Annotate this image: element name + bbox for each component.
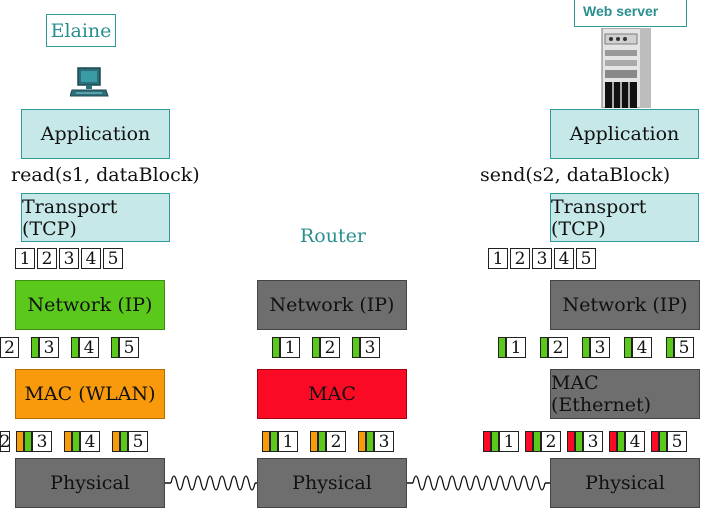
segment: 3 [59, 248, 79, 269]
segment: 5 [576, 248, 596, 269]
packet: 2 [0, 337, 19, 358]
packet: 2 [320, 337, 340, 358]
right-send-call: send(s2, dataBlock) [480, 164, 671, 186]
mac-header [64, 431, 72, 452]
router-physical-layer: Physical [257, 458, 407, 508]
ip-header [318, 431, 326, 452]
left-wlan-frames: 2 3 4 5 [0, 431, 148, 452]
left-network-layer: Network (IP) [15, 280, 165, 330]
ip-header [270, 431, 278, 452]
router-wlan-frames: 1 2 3 [262, 431, 394, 452]
ip-header [666, 337, 674, 358]
frame: 4 [625, 431, 645, 452]
ip-header [72, 431, 80, 452]
packet: 4 [79, 337, 99, 358]
left-ip-packets: 2 3 4 5 [0, 337, 139, 358]
wireless-link-left [165, 475, 257, 491]
mac-header [310, 431, 318, 452]
segment: 4 [554, 248, 574, 269]
segment: 2 [510, 248, 530, 269]
frame: 3 [583, 431, 603, 452]
segment: 2 [37, 248, 57, 269]
packet: 3 [39, 337, 59, 358]
ip-header [352, 337, 360, 358]
router-network-layer: Network (IP) [257, 280, 407, 330]
packet: 1 [280, 337, 300, 358]
ip-header [31, 337, 39, 358]
laptop-icon [70, 67, 109, 97]
segment: 1 [15, 248, 35, 269]
mac-header [112, 431, 120, 452]
packet: 4 [632, 337, 652, 358]
mac-header [609, 431, 617, 452]
ip-header [582, 337, 590, 358]
ip-header [24, 431, 32, 452]
right-network-layer: Network (IP) [550, 280, 700, 330]
wireless-link-right [407, 475, 550, 491]
mac-header [651, 431, 659, 452]
frame: 2 [326, 431, 346, 452]
ip-header [312, 337, 320, 358]
frame: 5 [667, 431, 687, 452]
ip-header [498, 337, 506, 358]
packet: 1 [506, 337, 526, 358]
left-transport-layer: Transport (TCP) [21, 193, 170, 242]
ip-header [366, 431, 374, 452]
ip-header [540, 337, 548, 358]
ip-header [272, 337, 280, 358]
packet: 2 [548, 337, 568, 358]
frame: 2 [0, 431, 11, 452]
ip-header [575, 431, 583, 452]
ip-header [71, 337, 79, 358]
right-mac-layer: MAC (Ethernet) [550, 369, 700, 419]
router-label: Router [300, 225, 366, 247]
right-application-layer: Application [550, 109, 699, 159]
frame: 2 [541, 431, 561, 452]
right-transport-layer: Transport (TCP) [550, 193, 699, 242]
router-ip-packets: 1 2 3 [272, 337, 380, 358]
segment: 4 [81, 248, 101, 269]
right-ip-packets: 1 2 3 4 5 [498, 337, 694, 358]
segment: 5 [103, 248, 123, 269]
left-tcp-segments: 1 2 3 4 5 [15, 248, 123, 269]
server-icon [601, 28, 651, 108]
ip-header [624, 337, 632, 358]
left-read-call: read(s1, dataBlock) [11, 164, 200, 186]
left-application-layer: Application [21, 109, 170, 159]
frame: 3 [32, 431, 52, 452]
mac-header [567, 431, 575, 452]
mac-header [525, 431, 533, 452]
left-physical-layer: Physical [15, 458, 165, 508]
ip-header [617, 431, 625, 452]
left-mac-layer: MAC (WLAN) [15, 369, 165, 419]
ip-header [111, 337, 119, 358]
mac-header [358, 431, 366, 452]
ip-header [533, 431, 541, 452]
mac-header [262, 431, 270, 452]
packet: 5 [119, 337, 139, 358]
packet: 3 [360, 337, 380, 358]
frame: 1 [499, 431, 519, 452]
right-ethernet-frames: 1 2 3 4 5 [483, 431, 687, 452]
router-mac-layer: MAC [257, 369, 407, 419]
elaine-label: Elaine [46, 14, 116, 47]
mac-header [483, 431, 491, 452]
ip-header [120, 431, 128, 452]
frame: 1 [278, 431, 298, 452]
ip-header [659, 431, 667, 452]
segment: 1 [488, 248, 508, 269]
packet: 3 [590, 337, 610, 358]
frame: 4 [80, 431, 100, 452]
webserver-label: Web server [574, 0, 687, 27]
ip-header [491, 431, 499, 452]
mac-header [16, 431, 24, 452]
segment: 3 [532, 248, 552, 269]
right-physical-layer: Physical [550, 458, 700, 508]
frame: 3 [374, 431, 394, 452]
packet: 5 [674, 337, 694, 358]
right-tcp-segments: 1 2 3 4 5 [488, 248, 596, 269]
frame: 5 [128, 431, 148, 452]
